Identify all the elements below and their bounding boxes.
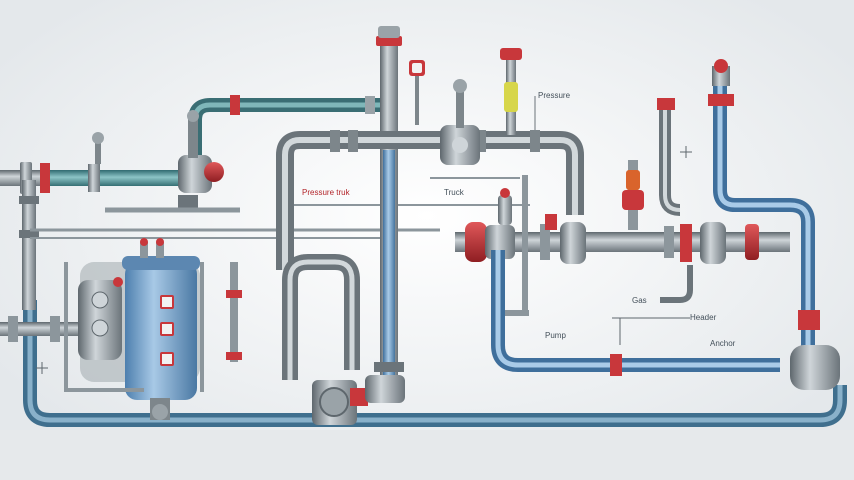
pump xyxy=(312,375,405,425)
main-header-pipe xyxy=(276,130,584,270)
label-truck: Truck xyxy=(444,188,464,197)
bottom-return-pipe xyxy=(23,300,847,427)
right-riser xyxy=(708,59,840,390)
floor xyxy=(0,430,854,480)
left-valve-cluster xyxy=(178,110,224,209)
central-riser xyxy=(374,26,404,390)
level-gauge-yellow xyxy=(500,48,536,135)
left-main-pipe xyxy=(0,132,200,194)
small-vertical-pipe xyxy=(498,175,529,316)
pressure-gauge-left xyxy=(409,60,425,125)
inner-loop-pipe xyxy=(282,254,360,380)
label-pressure: Pressure xyxy=(538,91,571,100)
instrument-lines xyxy=(30,177,530,239)
relief-valve xyxy=(622,160,644,230)
left-stub-pipe xyxy=(0,316,80,342)
right-process-line xyxy=(455,214,790,264)
label-gas: Gas xyxy=(632,296,647,305)
label-anchor: Anchor xyxy=(710,339,736,348)
label-pressure-truk: Pressure truk xyxy=(302,188,350,197)
crosshair-markers xyxy=(36,146,692,374)
left-vertical-pipe xyxy=(19,180,39,310)
right-blue-loop xyxy=(491,250,780,376)
tank-manifold xyxy=(64,262,242,392)
label-pump: Pump xyxy=(545,331,566,340)
mid-right-riser xyxy=(657,98,693,303)
label-header: Header xyxy=(690,313,717,322)
central-gate-valve xyxy=(440,79,480,165)
